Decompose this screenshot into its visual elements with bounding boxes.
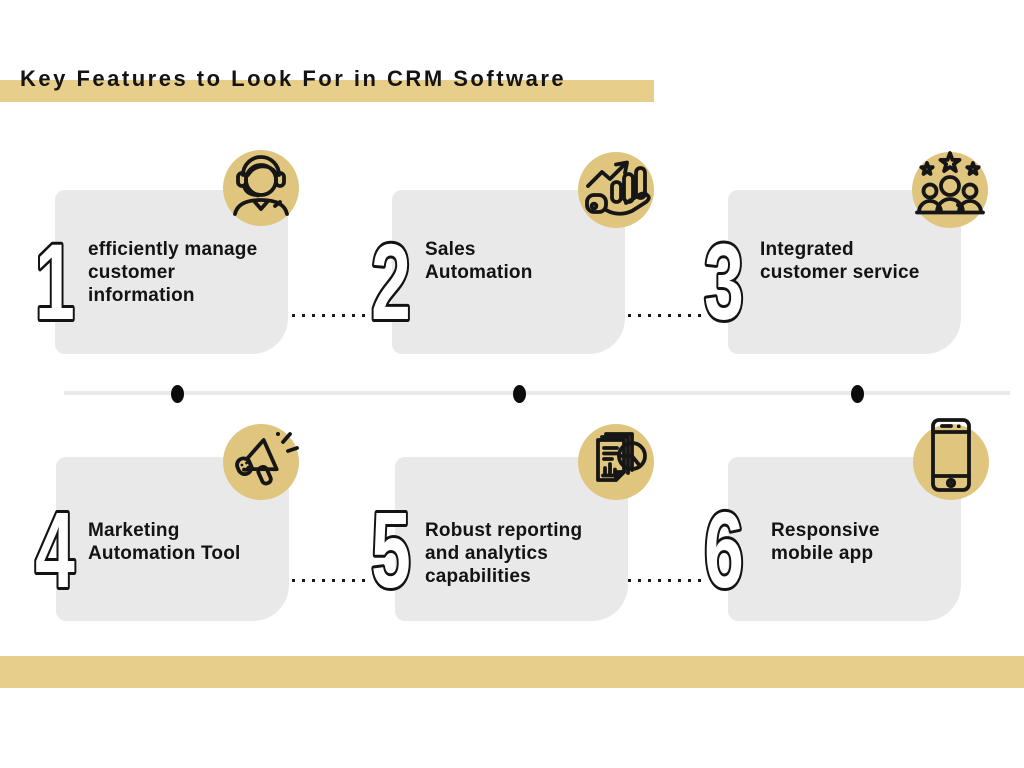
feature-number: 4	[33, 488, 78, 613]
timeline-dot	[851, 385, 864, 403]
dotted-connector	[292, 314, 368, 317]
smartphone-icon	[931, 418, 971, 492]
svg-text:4: 4	[35, 490, 75, 610]
feature-card	[728, 190, 961, 354]
svg-text:6: 6	[704, 490, 744, 610]
svg-text:3: 3	[704, 222, 744, 342]
feature-label: Integrated customer service	[760, 239, 920, 283]
page-title: Key Features to Look For in CRM Software	[20, 66, 567, 91]
feature-number: 5	[369, 488, 414, 613]
megaphone-icon	[235, 432, 299, 486]
timeline-dot	[171, 385, 184, 403]
feature-number: 1	[33, 220, 78, 345]
sales-growth-icon	[585, 160, 651, 216]
dotted-connector	[292, 579, 368, 582]
timeline-line	[64, 391, 1010, 395]
svg-text:1: 1	[35, 222, 75, 342]
feature-number: 2	[369, 220, 414, 345]
feature-label: Robust reporting and analytics capabilit…	[425, 520, 583, 587]
feature-card	[392, 190, 625, 354]
title-highlight-bar	[0, 80, 654, 102]
feature-label: Marketing Automation Tool	[88, 520, 241, 564]
feature-label: Sales Automation	[425, 239, 533, 283]
customer-rating-icon	[915, 151, 985, 215]
timeline-dot	[513, 385, 526, 403]
dotted-connector	[628, 579, 704, 582]
feature-number: 6	[702, 488, 747, 613]
svg-text:5: 5	[371, 490, 411, 610]
support-agent-icon	[233, 155, 289, 216]
feature-number: 3	[702, 220, 747, 345]
feature-label: efficiently manage customer information	[88, 239, 258, 306]
dotted-connector	[628, 314, 704, 317]
analytics-report-icon	[596, 432, 647, 482]
footer-accent-bar	[0, 656, 1024, 688]
svg-text:2: 2	[371, 222, 411, 342]
feature-label: Responsive mobile app	[771, 520, 880, 564]
